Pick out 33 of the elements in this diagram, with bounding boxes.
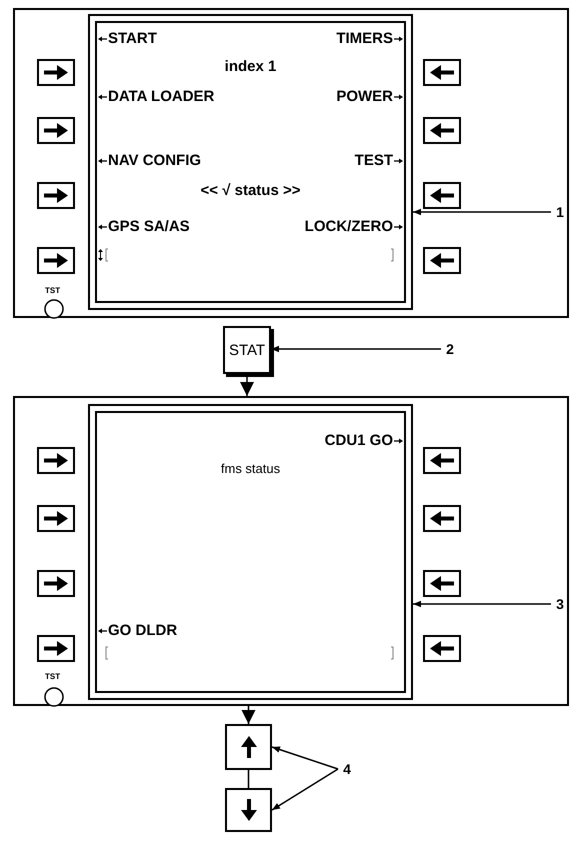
callout-number: 3 (551, 595, 569, 613)
menu-option: TIMERS (336, 30, 393, 48)
leader-line (271, 346, 441, 352)
control-panel (13, 396, 569, 706)
key-button: STAT (223, 326, 271, 374)
arrow (240, 374, 254, 396)
menu-option: POWER (336, 88, 393, 106)
status-text: << √ status >> (200, 182, 302, 200)
menu-option: CDU1 GO (324, 432, 393, 450)
display-screen (88, 404, 413, 700)
status-text: fms status (220, 460, 282, 478)
menu-option: NAV CONFIG (108, 152, 202, 170)
leader-line (272, 768, 338, 811)
leader-line (272, 746, 338, 770)
leader-line (413, 208, 551, 216)
callout-number: 4 (338, 760, 356, 778)
menu-option: TEST (354, 152, 393, 170)
leader-line (413, 600, 551, 608)
status-text: index 1 (224, 58, 278, 76)
callout-number: 2 (441, 340, 459, 358)
arrow (242, 706, 256, 724)
key-label: TST (45, 286, 60, 295)
display-screen (88, 14, 413, 310)
arrow-key (225, 788, 272, 832)
control-panel (13, 8, 569, 318)
menu-option: GO DLDR (108, 622, 178, 640)
menu-option: START (108, 30, 157, 48)
menu-option: DATA LOADER (108, 88, 214, 106)
menu-option: GPS SA/AS (108, 218, 190, 236)
menu-option: LOCK/ZERO (304, 218, 393, 236)
callout-number: 1 (551, 203, 569, 221)
key-label: TST (45, 672, 60, 681)
arrow-key (225, 724, 272, 770)
